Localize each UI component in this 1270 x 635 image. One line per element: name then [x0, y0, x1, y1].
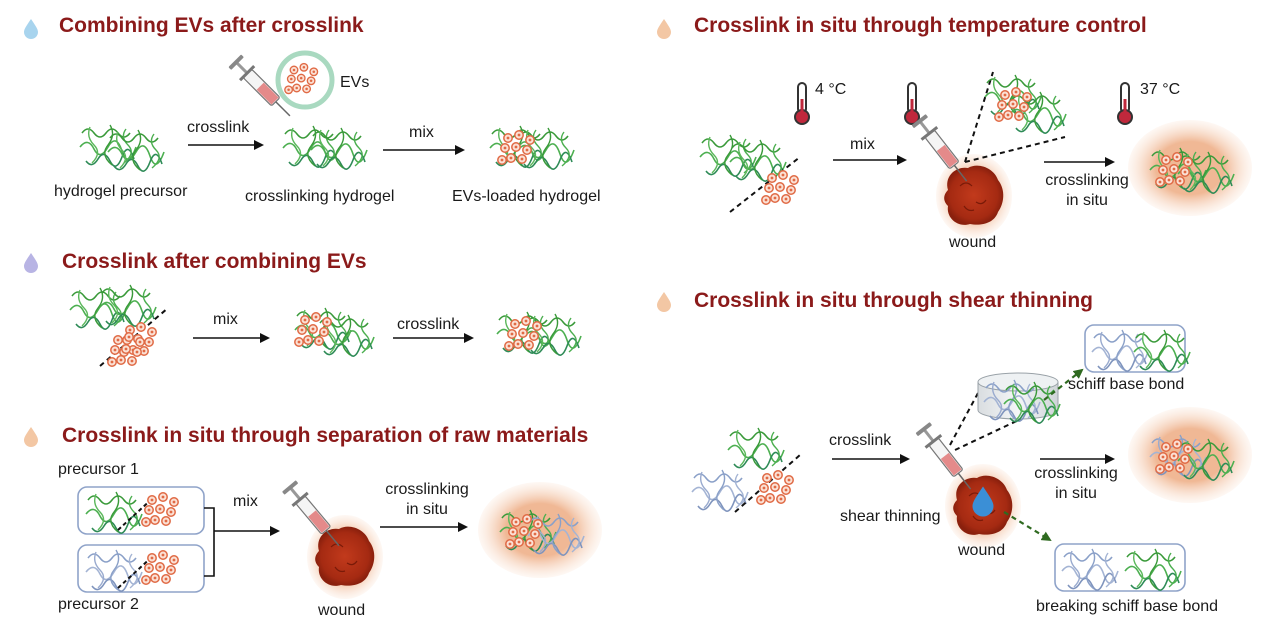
drop-icon-lavender	[24, 253, 38, 273]
breaking-schiff-base-bond-label: breaking schiff base bond	[1036, 598, 1219, 615]
caption-evs-loaded-hydrogel: EVs-loaded hydrogel	[452, 188, 601, 205]
arrow-label-crosslinking: crosslinking	[1045, 172, 1129, 189]
mixed-network	[294, 307, 375, 357]
in-situ-hydrogel	[1128, 407, 1252, 503]
section-title-shear-thinning: Crosslink in situ through shear thinning	[694, 289, 1094, 312]
in-situ-hydrogel	[478, 482, 602, 578]
arrow-label-crosslink: crosslink	[187, 119, 250, 136]
in-situ-hydrogel	[1128, 120, 1252, 216]
hydrogel-precursor-network	[79, 124, 165, 172]
arrow-label-mix: mix	[213, 311, 238, 328]
arrow-label-in-situ: in situ	[1066, 192, 1108, 209]
arrow-dashed-green	[1043, 368, 1084, 401]
wound-label: wound	[318, 602, 366, 619]
arrow-label-mix: mix	[233, 493, 258, 510]
evs-label: EVs	[340, 74, 370, 91]
zoom-cylinder	[977, 372, 1061, 424]
drop-icon-peach	[657, 19, 671, 39]
zoom-network	[984, 74, 1067, 134]
crosslinking-hydrogel-cylinder	[282, 125, 368, 170]
arrow-label-crosslinking: crosslinking	[1034, 465, 1118, 482]
section-title-crosslink-after-combining-evs: Crosslink after combining EVs	[62, 250, 367, 273]
arrow-label-mix: mix	[850, 136, 875, 153]
thermometer-icon	[904, 82, 920, 125]
thermometer-icon	[1117, 82, 1133, 125]
section-title-temperature-control: Crosslink in situ through temperature co…	[694, 14, 1147, 37]
crosslinked-hydrogel-cylinder	[496, 311, 582, 356]
section-title-separation-raw-materials: Crosslink in situ through separation of …	[62, 424, 589, 447]
wound-label: wound	[949, 234, 997, 251]
arrow-label-crosslink: crosslink	[397, 316, 460, 333]
arrow-label-in-situ: in situ	[1055, 485, 1097, 502]
arrow-label-crosslinking: crosslinking	[385, 481, 469, 498]
thermometer-icon	[794, 82, 810, 125]
evs-vesicle	[275, 50, 335, 110]
arrow-label-in-situ: in situ	[406, 501, 448, 518]
temperature-label-37c: 37 °C	[1140, 81, 1181, 98]
arrow-label-mix: mix	[409, 124, 434, 141]
separator-dashed	[99, 307, 169, 367]
shear-thinning-label: shear thinning	[840, 508, 941, 525]
evs-cluster	[762, 171, 798, 204]
drop-icon-peach	[657, 292, 671, 312]
evs-cluster	[108, 323, 156, 366]
caption-hydrogel-precursor: hydrogel precursor	[54, 183, 188, 200]
evs-loaded-hydrogel-cylinder	[489, 125, 575, 170]
evs-cluster	[757, 471, 793, 504]
drop-icon-peach	[24, 427, 38, 447]
section-title-combining-evs-after-crosslink: Combining EVs after crosslink	[59, 14, 364, 37]
precursor-1-label: precursor 1	[58, 461, 139, 478]
precursor-2-label: precursor 2	[58, 596, 139, 613]
arrow-label-crosslink: crosslink	[829, 432, 892, 449]
temperature-label-4c: 4 °C	[815, 81, 847, 98]
schiff-base-bond-label: schiff base bond	[1068, 376, 1185, 393]
drop-icon-blue	[24, 19, 38, 39]
caption-crosslinking-hydrogel: crosslinking hydrogel	[245, 188, 395, 205]
schiff-base-box	[1084, 324, 1186, 373]
wound-label: wound	[958, 542, 1006, 559]
